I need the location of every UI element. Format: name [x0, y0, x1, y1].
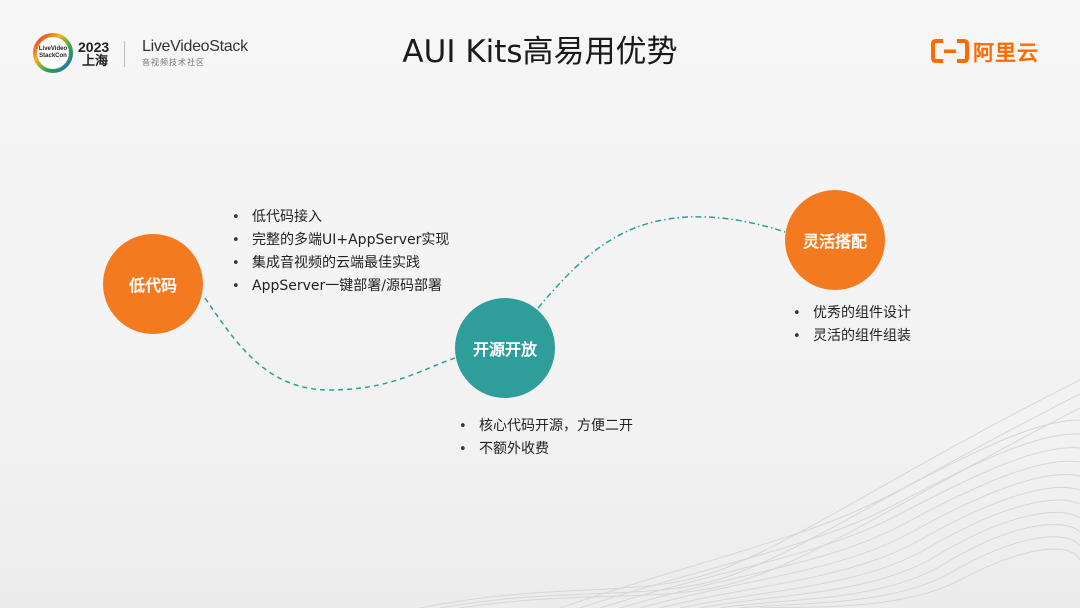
low-code-bullet-list: 低代码接入 完整的多端UI+AppServer实现 集成音视频的云端最佳实践 A… [232, 206, 449, 298]
cloud-logo-text: 阿里云 [973, 41, 1039, 65]
brand-name: LiveVideoStack [142, 38, 248, 55]
node-label: 灵活搭配 [802, 232, 867, 251]
open-source-bullet-list: 核心代码开源，方便二开 不额外收费 [459, 415, 633, 461]
conference-logo: LiveVideo StackCon [33, 33, 73, 73]
node-flexible: 灵活搭配 [785, 190, 885, 290]
flexible-bullet-list: 优秀的组件设计 灵活的组件组装 [793, 302, 911, 348]
list-item: 不额外收费 [459, 438, 633, 461]
node-label: 开源开放 [472, 340, 537, 359]
svg-text:LiveVideo: LiveVideo [39, 46, 68, 52]
node-low-code: 低代码 [103, 234, 203, 334]
list-item: 低代码接入 [232, 206, 449, 229]
conference-year: 2023 [78, 39, 110, 55]
list-item: 集成音视频的云端最佳实践 [232, 252, 449, 275]
logo-divider [124, 41, 125, 67]
list-item: 灵活的组件组装 [793, 325, 911, 348]
list-item: AppServer一键部署/源码部署 [232, 275, 449, 298]
cloud-logo-icon [931, 39, 969, 63]
list-item: 核心代码开源，方便二开 [459, 415, 633, 438]
conference-city: 上海 [82, 54, 109, 69]
list-item: 完整的多端UI+AppServer实现 [232, 229, 449, 252]
brand-subtitle: 音视频技术社区 [142, 58, 205, 67]
slide-title: AUI Kits高易用优势 [402, 34, 678, 70]
list-item: 优秀的组件设计 [793, 302, 911, 325]
node-label: 低代码 [128, 276, 177, 295]
node-open-source: 开源开放 [455, 298, 555, 398]
svg-text:StackCon: StackCon [39, 53, 67, 59]
